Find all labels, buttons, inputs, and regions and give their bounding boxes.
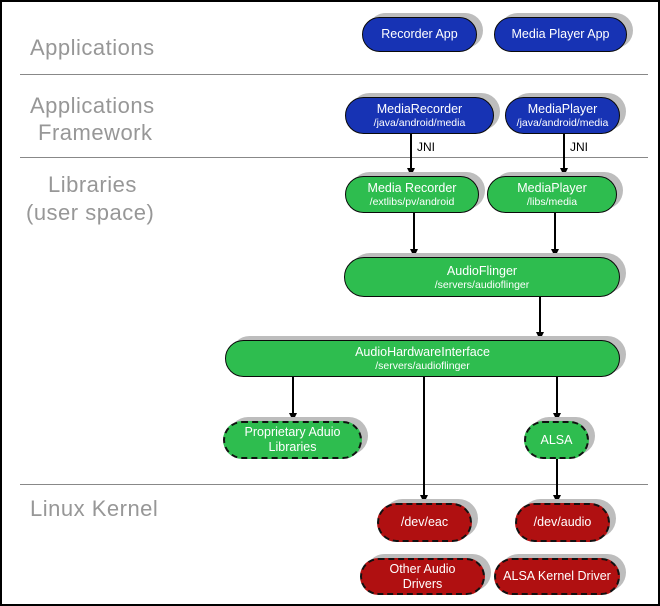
edge-label-jni: JNI xyxy=(570,140,588,154)
edge-label-jni: JNI xyxy=(417,140,435,154)
node-sublabel: /servers/audioflinger xyxy=(375,360,470,372)
section-label: Libraries xyxy=(48,172,137,197)
node-recorder-app: Recorder App xyxy=(362,17,477,52)
node-audio-hardware-interface: AudioHardwareInterface/servers/audioflin… xyxy=(225,340,620,377)
arrowhead-icon xyxy=(552,495,561,503)
section-label: Applications xyxy=(30,93,155,118)
connector-line xyxy=(410,134,412,169)
node-sublabel: /servers/audioflinger xyxy=(434,278,530,291)
connector-line xyxy=(556,377,558,414)
node-label: Media Player App xyxy=(511,27,610,41)
section-separator xyxy=(20,74,648,75)
node-alsa: ALSA xyxy=(524,421,589,459)
node-media-player-framework: MediaPlayer/java/android/media xyxy=(505,97,620,134)
node-label: /dev/eac xyxy=(400,515,449,529)
arrowhead-icon xyxy=(559,168,568,176)
node-dev-eac: /dev/eac xyxy=(377,503,472,542)
node-alsa-kernel-driver: ALSA Kernel Driver xyxy=(494,558,620,595)
node-sublabel: /java/android/media xyxy=(516,117,609,129)
connector-line xyxy=(413,213,415,250)
node-label: Media Recorder xyxy=(367,181,457,195)
arrowhead-icon xyxy=(550,249,559,257)
section-label: Linux Kernel xyxy=(30,496,159,521)
arrowhead-icon xyxy=(535,332,544,340)
node-label: AudioFlinger xyxy=(446,263,518,278)
node-label: ALSA xyxy=(540,432,573,447)
arrowhead-icon xyxy=(552,413,561,421)
node-label: MediaRecorder xyxy=(376,102,463,116)
connector-line xyxy=(423,377,425,496)
node-proprietary-audio-libs: Proprietary Aduio Libraries xyxy=(223,421,362,459)
node-media-recorder-lib: Media Recorder/extlibs/pv/android xyxy=(345,176,479,213)
node-label: /dev/audio xyxy=(533,515,592,529)
node-label: Other Audio Drivers xyxy=(389,561,456,591)
section-label: Framework xyxy=(38,120,153,145)
node-media-player-lib: MediaPlayer/libs/media xyxy=(487,176,617,213)
node-label: MediaPlayer xyxy=(527,102,598,116)
node-dev-audio: /dev/audio xyxy=(515,503,610,542)
node-audioflinger: AudioFlinger/servers/audioflinger xyxy=(344,257,620,297)
connector-line xyxy=(292,377,294,414)
node-media-player-app: Media Player App xyxy=(494,17,627,52)
node-label: MediaPlayer xyxy=(517,181,587,195)
node-sublabel: /libs/media xyxy=(526,196,578,208)
connector-line xyxy=(554,213,556,250)
arrowhead-icon xyxy=(406,168,415,176)
arrowhead-icon xyxy=(288,413,297,421)
node-sublabel: /java/android/media xyxy=(373,117,466,129)
node-label: ALSA Kernel Driver xyxy=(503,569,611,583)
node-sublabel: /extlibs/pv/android xyxy=(369,196,455,208)
connector-line xyxy=(539,297,541,333)
section-label: (user space) xyxy=(26,200,155,225)
node-label: AudioHardwareInterface xyxy=(355,345,490,359)
node-other-audio-drivers: Other Audio Drivers xyxy=(360,558,485,595)
node-label: Recorder App xyxy=(381,27,458,41)
node-label: Proprietary Aduio Libraries xyxy=(244,425,341,454)
node-media-recorder-framework: MediaRecorder/java/android/media xyxy=(345,97,494,134)
arrowhead-icon xyxy=(409,249,418,257)
connector-line xyxy=(563,134,565,169)
arrowhead-icon xyxy=(419,495,428,503)
connector-line xyxy=(556,459,558,496)
section-separator xyxy=(20,484,648,485)
section-separator xyxy=(20,157,648,158)
section-label: Applications xyxy=(30,35,155,60)
